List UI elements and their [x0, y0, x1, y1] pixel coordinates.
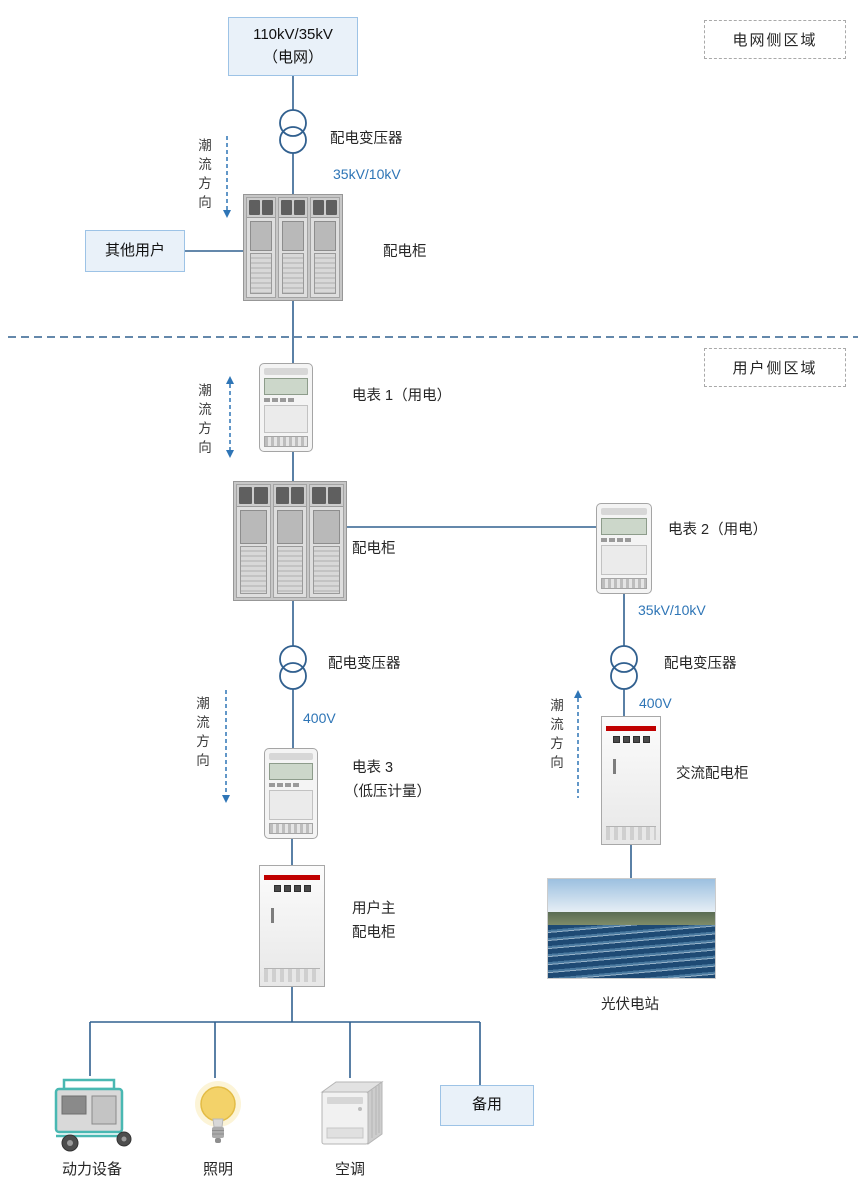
ac-cabinet-label: 交流配电柜	[676, 766, 749, 782]
switchgear-bay	[278, 197, 308, 298]
power-equipment-label: 动力设备	[62, 1161, 123, 1178]
switchgear-bay	[309, 484, 345, 598]
pv-plant-photo	[547, 878, 716, 979]
grid-switchgear-image	[243, 194, 343, 301]
other-users-box: 其他用户	[85, 230, 185, 272]
transformer-symbol-left	[279, 645, 307, 690]
meter1-label: 电表 1（用电）	[352, 388, 452, 404]
flow-arrow-right	[574, 690, 582, 798]
meter2-image	[596, 503, 652, 594]
ac-distribution-cabinet-image	[601, 716, 661, 845]
flow-arrow-user-top	[226, 376, 234, 458]
pv-panel-field	[548, 924, 715, 978]
user-cabinet-label: 配电柜	[352, 541, 396, 557]
user-top-flow-direction-text: 潮流方向	[198, 383, 212, 455]
pv-sky	[548, 879, 715, 912]
pv-plant-label: 光伏电站	[601, 997, 659, 1013]
left-flow-direction-text: 潮流方向	[196, 696, 210, 768]
switchgear-bay	[310, 197, 340, 298]
flow-arrow-left-lower	[222, 690, 230, 803]
right-voltage-low-label: 400V	[639, 695, 672, 711]
spare-text: 备用	[471, 1096, 502, 1114]
transformer-symbol-right	[610, 645, 638, 690]
user-switchgear-image	[233, 481, 347, 601]
meter3-label-line1: 电表 3	[352, 760, 394, 776]
pv-mountains	[548, 911, 715, 925]
switchgear-bay	[272, 484, 308, 598]
other-users-text: 其他用户	[104, 241, 165, 259]
right-voltage-high-label: 35kV/10kV	[638, 602, 706, 618]
light-bulb-icon	[192, 1077, 244, 1158]
meter3-label-line2: （低压计量）	[344, 784, 431, 800]
grid-flow-direction-text: 潮流方向	[198, 138, 212, 210]
air-conditioner-icon	[312, 1076, 388, 1155]
left-transformer-label: 配电变压器	[328, 656, 401, 672]
spare-box: 备用	[440, 1085, 534, 1126]
transformer-symbol-grid	[279, 109, 307, 154]
air-conditioner-label: 空调	[335, 1161, 366, 1178]
right-transformer-label: 配电变压器	[664, 656, 737, 672]
grid-cabinet-label: 配电柜	[383, 244, 427, 260]
meter2-label: 电表 2（用电）	[668, 522, 768, 538]
user-main-cabinet-image	[259, 865, 325, 987]
grid-source-line2: （电网）	[262, 48, 323, 66]
main-cabinet-label-line2: 配电柜	[352, 925, 396, 941]
user-side-region-label: 用户侧区域	[704, 348, 846, 387]
grid-source-line1: 110kV/35kV	[253, 26, 333, 43]
grid-transformer-label: 配电变压器	[330, 131, 403, 147]
main-cabinet-label-line1: 用户主	[352, 901, 396, 917]
meter1-image	[259, 363, 313, 452]
lighting-label: 照明	[203, 1161, 234, 1178]
user-side-region-text: 用户侧区域	[732, 360, 818, 377]
switchgear-bay	[236, 484, 271, 598]
switchgear-bay	[246, 197, 276, 298]
generator-icon	[50, 1076, 134, 1159]
left-voltage-low-label: 400V	[303, 710, 336, 726]
flow-arrow-grid	[223, 136, 231, 218]
grid-source-box: 110kV/35kV （电网）	[228, 17, 358, 76]
right-flow-direction-text: 潮流方向	[550, 698, 564, 770]
grid-side-region-text: 电网侧区域	[732, 32, 818, 49]
grid-voltage-label: 35kV/10kV	[333, 166, 401, 182]
meter3-image	[264, 748, 318, 839]
grid-side-region-label: 电网侧区域	[704, 20, 846, 59]
